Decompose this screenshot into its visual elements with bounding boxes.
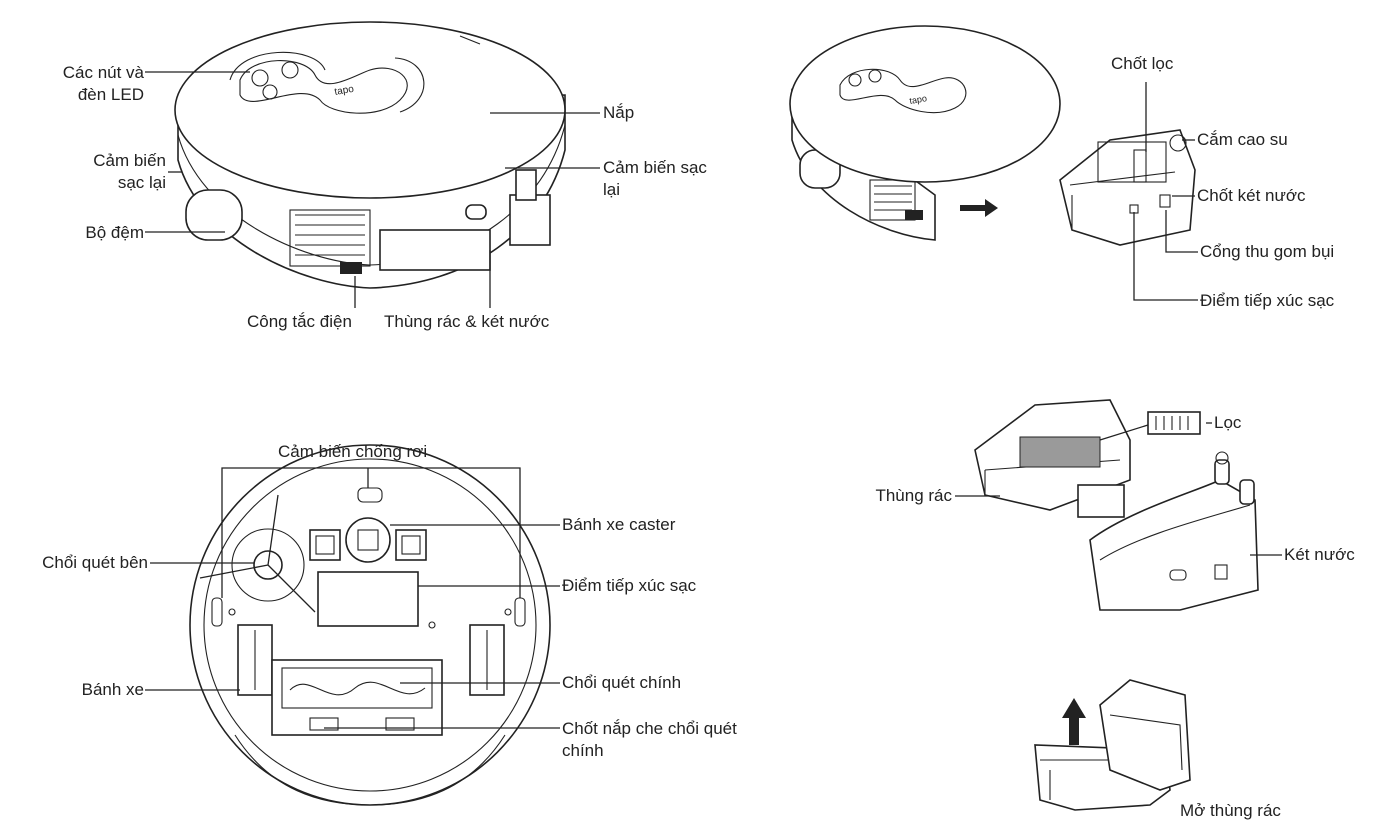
- label-dustbin: Thùng rác: [875, 486, 952, 505]
- label-lid: Nắp: [603, 103, 635, 122]
- svg-text:tapo: tapo: [909, 93, 928, 106]
- robot-top-view: tapo: [145, 21, 600, 308]
- power-switch: [340, 262, 362, 274]
- label-cliff-sensors: Cảm biến chống rơi: [278, 442, 428, 461]
- open-dustbin-view: [1034, 679, 1191, 811]
- label-charging-contacts-bottom: Điểm tiếp xúc sạc: [562, 576, 697, 595]
- label-dust-port: Cổng thu gom bụi: [1200, 242, 1335, 261]
- svg-text:tapo: tapo: [334, 84, 356, 98]
- front-sensor-window: [465, 204, 487, 220]
- left-bumper-window: [185, 189, 243, 241]
- label-buttons-led: Các nút và đèn LED: [62, 63, 144, 104]
- label-power-switch: Công tắc điện: [247, 312, 352, 331]
- bin-and-tank-separation: [955, 399, 1282, 611]
- filter-icon: [1147, 411, 1201, 435]
- robot-lid: [174, 21, 566, 199]
- label-caster-wheel: Bánh xe caster: [562, 515, 676, 534]
- main-brush-cover: [271, 659, 443, 736]
- label-filter-latch: Chốt lọc: [1111, 54, 1174, 73]
- right-recharge-sensor: [515, 169, 537, 201]
- label-charging-contacts-top: Điểm tiếp xúc sạc: [1200, 291, 1335, 310]
- label-open-dustbin: Mở thùng rác: [1180, 801, 1281, 820]
- bin-front: [379, 229, 491, 271]
- label-wheel: Bánh xe: [81, 680, 144, 699]
- label-water-tank-latch: Chốt két nước: [1197, 186, 1306, 205]
- label-water-tank: Két nước: [1284, 545, 1355, 564]
- open-lid: [1099, 679, 1191, 791]
- label-main-brush: Chổi quét chính: [562, 673, 682, 692]
- label-recharge-sensor-right: Cảm biến sạc lại: [603, 158, 707, 199]
- charging-contacts-plate: [317, 571, 419, 627]
- label-rubber-plug: Cắm cao su: [1197, 130, 1288, 149]
- label-bin-water-tank: Thùng rác & két nước: [384, 312, 550, 331]
- robot-bin-removed-view: tapo: [789, 25, 1198, 301]
- label-side-brush: Chổi quét bên: [42, 553, 148, 572]
- arrow-up-icon: [1062, 698, 1086, 745]
- filter-slot: [1019, 436, 1101, 468]
- label-recharge-sensor-left: Cảm biến sạc lại: [93, 151, 166, 192]
- side-grille: [289, 209, 371, 267]
- right-dock-opening: [509, 194, 551, 246]
- label-main-brush-cover-latch: Chốt nắp che chổi quét chính: [562, 719, 737, 760]
- caster-wheel: [345, 517, 391, 563]
- label-filter: Lọc: [1214, 413, 1242, 432]
- arrow-right-icon: [960, 199, 998, 217]
- robot-bottom-view: [145, 444, 560, 806]
- label-bumper: Bộ đệm: [85, 223, 144, 242]
